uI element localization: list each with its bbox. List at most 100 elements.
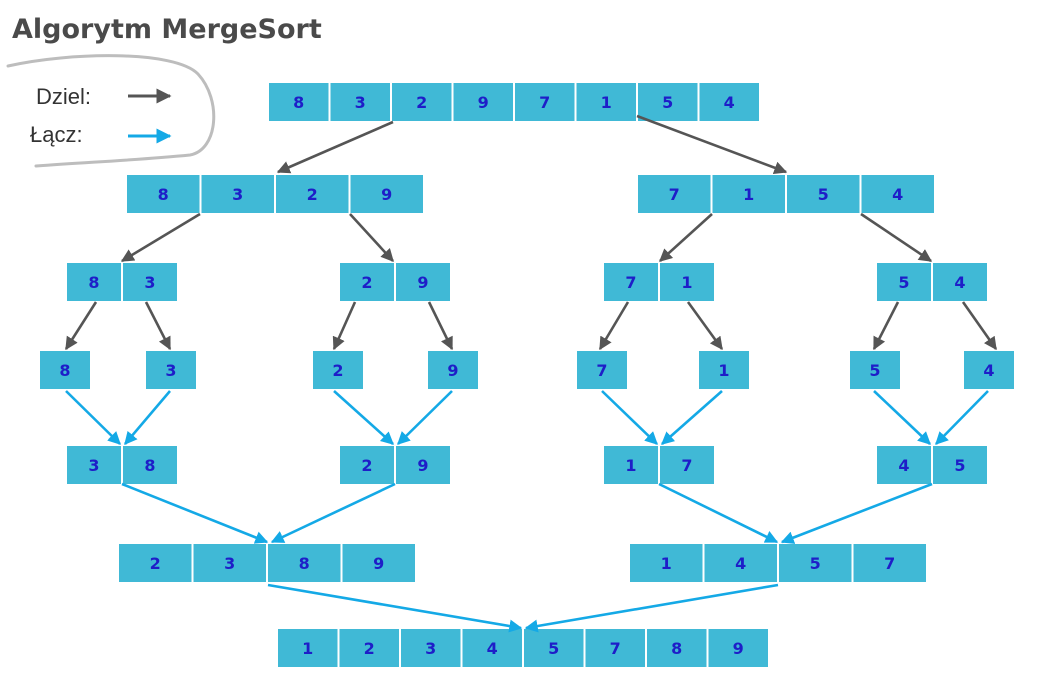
array-cell-value: 3 bbox=[88, 456, 99, 475]
array-cell-value: 2 bbox=[416, 93, 427, 112]
divide-arrow bbox=[332, 301, 357, 351]
array-cell-value: 2 bbox=[364, 639, 375, 658]
array-cell bbox=[121, 444, 179, 486]
array-cell bbox=[38, 349, 92, 391]
array-cell bbox=[636, 173, 713, 215]
array-cell bbox=[276, 627, 340, 669]
array-cell bbox=[702, 542, 779, 584]
array-split-halves-0: 8 3 2 9 bbox=[125, 173, 425, 215]
array-cell-value: 7 bbox=[610, 639, 621, 658]
array-cell-value: 8 bbox=[59, 361, 70, 380]
merge-arrow bbox=[873, 390, 931, 445]
array-singles-2: 2 bbox=[311, 349, 365, 391]
array-cell-value: 4 bbox=[487, 639, 498, 658]
array-cell bbox=[451, 81, 515, 123]
array-merged-quads-0: 2 3 8 9 bbox=[117, 542, 417, 584]
array-cell bbox=[348, 173, 425, 215]
array-cell-value: 9 bbox=[417, 273, 428, 292]
array-singles-7: 4 bbox=[962, 349, 1016, 391]
array-cell-value: 8 bbox=[88, 273, 99, 292]
array-cell-value: 5 bbox=[548, 639, 559, 658]
divide-arrow bbox=[860, 212, 933, 263]
array-cell-value: 1 bbox=[681, 273, 692, 292]
array-cell bbox=[274, 173, 351, 215]
array-cell bbox=[710, 173, 787, 215]
array-singles-4: 7 bbox=[575, 349, 629, 391]
page-title: Algorytm MergeSort bbox=[12, 14, 322, 45]
array-cell-value: 9 bbox=[373, 554, 384, 573]
array-cell bbox=[875, 261, 933, 303]
array-cell-value: 4 bbox=[892, 185, 903, 204]
divide-arrow bbox=[427, 301, 454, 351]
merge-arrow bbox=[124, 390, 171, 445]
array-cell-value: 1 bbox=[625, 456, 636, 475]
array-cell-value: 8 bbox=[158, 185, 169, 204]
divide-arrow bbox=[144, 301, 172, 351]
divide-arrow bbox=[120, 212, 201, 263]
array-cell-value: 3 bbox=[224, 554, 235, 573]
array-cell bbox=[697, 81, 761, 123]
array-cell bbox=[125, 173, 202, 215]
array-cell bbox=[658, 261, 716, 303]
array-cell bbox=[645, 627, 709, 669]
divide-arrow bbox=[636, 114, 788, 174]
divide-arrow bbox=[686, 301, 724, 351]
array-cell-value: 3 bbox=[232, 185, 243, 204]
array-cell-value: 8 bbox=[299, 554, 310, 573]
array-cell-value: 9 bbox=[381, 185, 392, 204]
divide-arrow bbox=[276, 120, 394, 174]
array-cell bbox=[399, 627, 463, 669]
array-cell bbox=[65, 261, 123, 303]
array-cell bbox=[658, 444, 716, 486]
merge-arrow bbox=[270, 482, 396, 544]
array-cell bbox=[859, 173, 936, 215]
array-cell-value: 5 bbox=[662, 93, 673, 112]
array-cell-value: 7 bbox=[539, 93, 550, 112]
array-singles-1: 3 bbox=[144, 349, 198, 391]
array-cell-value: 9 bbox=[417, 456, 428, 475]
merge-arrow bbox=[780, 482, 933, 544]
array-cell bbox=[574, 81, 638, 123]
array-cell bbox=[460, 627, 524, 669]
array-cell bbox=[706, 627, 770, 669]
divide-arrow bbox=[598, 301, 630, 351]
array-cell bbox=[340, 542, 417, 584]
array-cell-value: 3 bbox=[425, 639, 436, 658]
array-cell-value: 4 bbox=[735, 554, 746, 573]
array-cell-value: 2 bbox=[307, 185, 318, 204]
array-cell-value: 5 bbox=[898, 273, 909, 292]
array-cell-value: 5 bbox=[954, 456, 965, 475]
array-cell bbox=[875, 444, 933, 486]
legend-bracket bbox=[6, 54, 216, 168]
array-cell bbox=[328, 81, 392, 123]
array-cell-value: 7 bbox=[669, 185, 680, 204]
array-cell-value: 9 bbox=[478, 93, 489, 112]
array-cell-value: 9 bbox=[733, 639, 744, 658]
array-cell-value: 1 bbox=[601, 93, 612, 112]
array-cell bbox=[337, 627, 401, 669]
array-cell-value: 4 bbox=[983, 361, 994, 380]
merge-arrow bbox=[65, 390, 121, 445]
merge-arrow bbox=[935, 390, 989, 445]
array-cell-value: 8 bbox=[144, 456, 155, 475]
merge-arrow bbox=[658, 482, 779, 544]
array-cell bbox=[777, 542, 854, 584]
merge-arrow bbox=[661, 390, 723, 445]
array-cell bbox=[311, 349, 365, 391]
array-cell bbox=[394, 444, 452, 486]
array-cell-value: 2 bbox=[150, 554, 161, 573]
array-cell bbox=[117, 542, 194, 584]
array-cell bbox=[338, 444, 396, 486]
array-cell-value: 3 bbox=[165, 361, 176, 380]
array-cell-value: 3 bbox=[144, 273, 155, 292]
array-cell-value: 5 bbox=[818, 185, 829, 204]
array-singles-5: 1 bbox=[697, 349, 751, 391]
